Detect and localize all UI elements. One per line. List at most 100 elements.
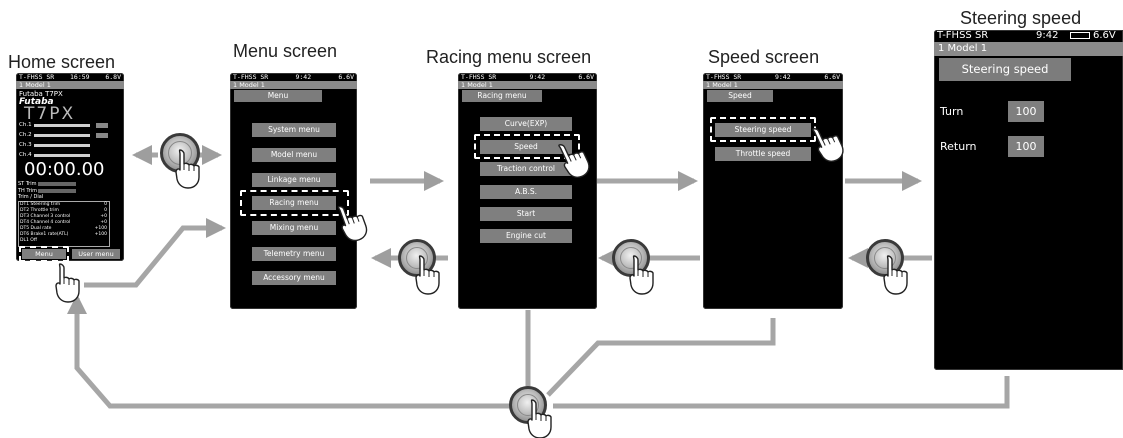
dial-knob-icon <box>398 239 436 277</box>
steering-status-bar: T-FHSS SR 9:42 6.6V <box>934 30 1123 42</box>
racing-item-start[interactable]: Start <box>480 207 572 221</box>
speed-title-tab: Speed <box>707 90 773 102</box>
speed-screen: T-FHSS SR 9:42 6.6V 1 Model 1 Speed Stee… <box>703 73 843 309</box>
trim-dial-header: Trim / Dial <box>18 194 44 200</box>
racing-item-curve[interactable]: Curve(EXP) <box>480 117 572 131</box>
menu-item-accessory[interactable]: Accessory menu <box>252 271 336 285</box>
menu-item-telemetry[interactable]: Telemetry menu <box>252 247 336 261</box>
caption-steering-speed: Steering speed <box>960 8 1082 28</box>
dial-row: DT3 Channel 3 control+0 <box>20 214 107 219</box>
arrow-home-to-menu <box>84 218 226 288</box>
channel-bar <box>34 154 90 157</box>
channel-label: Ch.4 <box>19 152 32 158</box>
channel-bar <box>34 134 90 137</box>
dial-row: DT6 Brake1 rate(ATL)+100 <box>20 232 107 237</box>
arrow-bottom-to-home <box>67 294 510 409</box>
racing-menu-highlight <box>240 190 349 216</box>
status-bar: T-FHSS SR 9:42 6.6V <box>458 73 597 81</box>
system-label: T-FHSS SR <box>19 73 55 81</box>
model-bar: 1 Model 1 <box>703 81 843 89</box>
home-screen: T-FHSS SR 16:59 6.8V 1 Model 1 Futaba T7… <box>16 73 124 261</box>
th-trim-bar <box>38 189 76 193</box>
battery-voltage: 6.6V <box>578 73 594 81</box>
clock: 16:59 <box>70 73 90 81</box>
menu-title-tab: Menu <box>234 90 322 102</box>
racing-title-tab: Racing menu <box>462 90 542 102</box>
model-bar: 1 Model 1 <box>458 81 597 89</box>
turn-label: Turn <box>940 105 964 118</box>
dial-knob-icon <box>866 239 904 277</box>
clock: 9:42 <box>295 73 312 81</box>
racing-menu-screen: T-FHSS SR 9:42 6.6V 1 Model 1 Racing men… <box>458 73 597 309</box>
home-menu-highlight <box>19 246 69 261</box>
clock: 9:42 <box>1036 30 1059 41</box>
dial-knob-icon <box>509 386 547 424</box>
system-label: T-FHSS SR <box>461 73 497 81</box>
steering-speed-screen: T-FHSS SR 9:42 6.6V 1 Model 1 Steering s… <box>934 30 1123 370</box>
channel-label: Ch.2 <box>19 132 32 138</box>
status-bar: T-FHSS SR 9:42 6.6V <box>230 73 357 81</box>
dial-row: DT5 Dual rate+100 <box>20 226 107 231</box>
line-speed-down <box>546 318 776 397</box>
battery-voltage: 6.6V <box>338 73 354 81</box>
channel-bar <box>34 144 90 147</box>
futaba-logo: Futaba <box>19 97 54 107</box>
battery-voltage: 6.6V <box>1093 30 1116 41</box>
menu-item-mixing[interactable]: Mixing menu <box>252 221 336 235</box>
home-user-menu-button[interactable]: User menu <box>72 249 120 259</box>
speed-item-steering-speed[interactable]: Steering speed <box>715 123 811 137</box>
channel-bar <box>34 124 90 127</box>
brand-line: Futaba T7PX <box>19 90 63 98</box>
channel-label: Ch.1 <box>19 122 32 128</box>
th-trim-label: TH Trim <box>18 188 38 194</box>
system-label: T-FHSS SR <box>937 30 989 41</box>
steering-speed-highlight <box>710 117 816 142</box>
return-value[interactable]: 100 <box>1008 136 1044 157</box>
channel-chip <box>96 133 108 138</box>
speed-item-throttle-speed[interactable]: Throttle speed <box>715 147 811 161</box>
menu-item-system[interactable]: System menu <box>252 123 336 137</box>
home-status-bar: T-FHSS SR 16:59 6.8V <box>16 73 124 81</box>
clock: 9:42 <box>774 73 791 81</box>
menu-item-linkage[interactable]: Linkage menu <box>252 173 336 187</box>
battery-voltage: 6.8V <box>105 73 121 81</box>
caption-speed-screen: Speed screen <box>708 47 820 67</box>
channel-chip <box>96 123 108 128</box>
home-model-bar[interactable]: 1 Model 1 <box>16 81 124 89</box>
status-bar: T-FHSS SR 9:42 6.6V <box>703 73 843 81</box>
racing-item-abs[interactable]: A.B.S. <box>480 185 572 199</box>
dial-knob-icon <box>612 239 650 277</box>
caption-home-screen: Home screen <box>8 52 116 72</box>
timer-display[interactable]: 00:00.00 <box>24 159 105 180</box>
racing-item-speed[interactable]: Speed <box>480 140 572 154</box>
st-trim-label: ST Trim <box>18 181 37 187</box>
model-bar: 1 Model 1 <box>230 81 357 89</box>
home-menu-button[interactable]: Menu <box>22 249 66 259</box>
steering-model-bar: 1 Model 1 <box>934 42 1123 56</box>
st-trim-bar <box>38 182 76 186</box>
product-name: T7PX <box>24 104 76 124</box>
dial-knob-icon <box>160 133 200 173</box>
line-steering-down <box>553 376 1010 409</box>
menu-item-model[interactable]: Model menu <box>252 148 336 162</box>
dial-row: DT4 Channel 4 control+0 <box>20 220 107 225</box>
speed-highlight <box>474 134 580 159</box>
return-label: Return <box>940 140 977 153</box>
clock: 9:42 <box>529 73 546 81</box>
system-label: T-FHSS SR <box>706 73 742 81</box>
racing-item-engine-cut[interactable]: Engine cut <box>480 229 572 243</box>
system-label: T-FHSS SR <box>233 73 269 81</box>
steering-title-tab: Steering speed <box>939 58 1071 81</box>
turn-value[interactable]: 100 <box>1008 101 1044 122</box>
dial-row: DL1 Off <box>20 238 37 243</box>
racing-item-traction-control[interactable]: Traction control <box>480 162 572 176</box>
caption-menu-screen: Menu screen <box>233 41 338 61</box>
caption-racing-menu-screen: Racing menu screen <box>426 47 592 67</box>
battery-voltage: 6.6V <box>824 73 840 81</box>
menu-screen: T-FHSS SR 9:42 6.6V 1 Model 1 Menu Syste… <box>230 73 357 309</box>
battery-icon <box>1070 32 1090 39</box>
menu-item-racing[interactable]: Racing menu <box>252 196 336 210</box>
